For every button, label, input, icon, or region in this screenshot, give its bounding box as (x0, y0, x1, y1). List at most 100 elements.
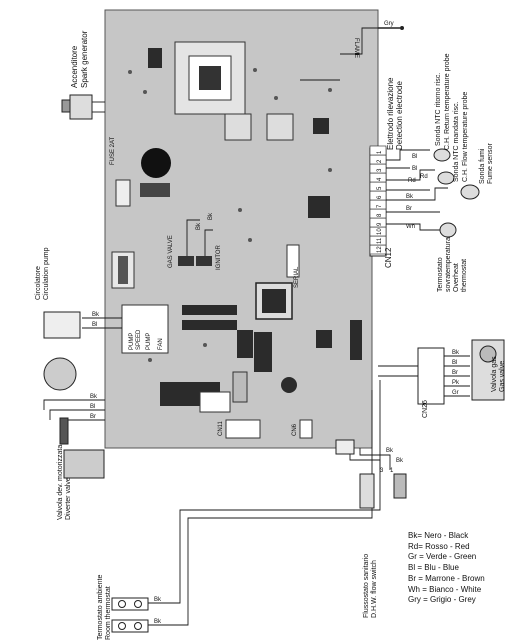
ntc-label-2: Sonda NTC mandata risc. (453, 101, 460, 182)
flow-switch-wire-label: Bk (386, 448, 394, 454)
cn12-wire-label: Rd (408, 178, 416, 184)
flame-wire-label: Gry (384, 21, 394, 27)
overheat-label-1: sovratemperatura (445, 237, 452, 292)
legend-item: Bl = Blu - Blue (408, 563, 459, 573)
flow-switch-icon (335, 439, 407, 509)
cn12-wire-label: Bl (412, 166, 417, 172)
cn11-label: CN11 (218, 420, 224, 436)
fume-sensor-icon (460, 184, 480, 200)
ntc-label-1: C.H. Return temperature probe (444, 53, 451, 150)
flow-switch-label-it: Flussostato sanitario (363, 554, 370, 618)
labels: Accenditore Spark generator FLAME Gry El… (35, 21, 506, 640)
gas-wire-label: Bk (208, 212, 214, 220)
cn12-pin-label: 6 (377, 195, 383, 199)
cn12-wire-label: Rd (420, 174, 428, 180)
cn26-wire-label: Bl (452, 360, 457, 366)
flame-label: FLAME (353, 38, 359, 58)
room-thermostat-label-it: Termostato ambiente (97, 575, 104, 640)
legend-item: Gry = Grigio - Grey (408, 595, 476, 605)
pump-wire-label: Bl (92, 322, 97, 328)
ntc-label-0: Sonda NTC ritorno risc. (435, 73, 442, 146)
cn26-wire-label: Bk (452, 350, 460, 356)
cn26-wire-label: Br (452, 370, 458, 376)
flow-switch-wire-label: 3 (380, 468, 384, 474)
cn12-pin-label: 2 (377, 159, 383, 163)
legend-item: Br = Marrone - Brown (408, 573, 485, 583)
spark-generator-icon (61, 94, 93, 120)
detection-electrode-label-it: Elettrodo rilevazione (386, 77, 395, 150)
color-legend: Bk= Nero - Black Rd= Rosso - Red Gr = Ve… (408, 531, 520, 606)
cn12-wire-label: Br (406, 206, 412, 212)
legend-item: Gr = Verde - Green (408, 552, 477, 562)
pump-wire-label: Bk (92, 312, 100, 318)
ic-chip (308, 196, 330, 218)
cn12-pin-label: 9 (377, 222, 383, 226)
cn12-wire-label: Bk (406, 194, 414, 200)
cn12-pin-label: 4 (377, 177, 383, 181)
capacitor (141, 148, 171, 178)
circulation-pump-icon (43, 311, 81, 391)
board-ignitor-label: IGNITOR (216, 244, 222, 270)
board-pump-speed-label-0: PUMP (129, 333, 135, 350)
pump-label-en: Circulation pump (43, 247, 50, 300)
room-thermostat-label-en: Room thermostat (105, 586, 112, 640)
flow-switch-label-en: D.H.W. flow switch (371, 560, 378, 618)
board-fuse-label: FUSE 2AT (110, 136, 116, 165)
cn12-wire-label: Wh (406, 224, 415, 230)
overheat-label-3: thermostat (461, 259, 468, 292)
diverter-wire-label: Br (90, 414, 96, 420)
pcb-board (104, 9, 379, 449)
fume-sensor-label-it: Sonda fumi (479, 148, 486, 184)
cn26-wire-label: Gr (452, 390, 459, 396)
fume-sensor-label-en: Fume sensor (487, 142, 494, 184)
fuse (115, 179, 131, 207)
gas-valve-label-en: Gas valve (499, 361, 506, 392)
flow-switch-wire-label: 1 (390, 468, 394, 474)
room-thermostat-wire-label: Bk (154, 597, 162, 603)
legend-item: Wh = Bianco - White (408, 584, 482, 594)
cn6-connector (299, 419, 313, 439)
diverter-wire-label: Bk (90, 394, 98, 400)
flame-electrode-icon (378, 26, 404, 30)
cn12-pin-label: 3 (377, 168, 383, 172)
cn12-label: CN12 (384, 247, 393, 268)
cn6-label: CN6 (292, 423, 298, 436)
detection-electrode-label-en: Detection electrode (395, 81, 404, 150)
gas-valve-icon (471, 339, 505, 401)
ic-chip (313, 118, 329, 134)
cn12-pin-label: 11 (377, 237, 383, 244)
cn12-pin-cell (369, 145, 387, 156)
flow-switch-wire-label: Bk (396, 458, 404, 464)
legend-item: Bk= Nero - Black (408, 531, 469, 540)
legend-item: Rd= Rosso - Red (408, 541, 470, 551)
gas-wire-label: Bk (196, 222, 202, 230)
cn12-pin-label: 8 (377, 213, 383, 217)
wires (43, 27, 470, 626)
diverter-connector (199, 391, 231, 413)
diverter-label-it: Valvola dev. motorizzata (57, 445, 64, 520)
cn12-wire-label: Bl (412, 154, 417, 160)
overheat-thermostat-icon (439, 222, 457, 238)
pump-connector (121, 304, 169, 354)
spark-generator-label-en: Spark generator (80, 30, 89, 88)
board-gas-valve-label: GAS VALVE (168, 235, 174, 268)
gas-valve-label-it: Valvola gas (491, 356, 498, 392)
diverter-valve-icon (59, 417, 105, 479)
board-serial-label: SERIAL (294, 266, 300, 288)
cn26-label: CN26 (422, 400, 429, 418)
diverter-wire-label: Bl (90, 404, 95, 410)
board-fan-label: FAN (158, 338, 164, 350)
ntc-label-3: C.H. Flow temperature probe (462, 92, 469, 182)
diverter-label-en: Diverter valve (65, 477, 72, 520)
board-pump-speed-label-1: SPEED (136, 329, 142, 350)
ntc-probe-icon (433, 148, 455, 185)
cn26-wire-label: Pk (452, 380, 460, 386)
cn12-pin-label: 1 (377, 150, 383, 154)
cn11-connector (225, 419, 261, 439)
cn12-pin-label: 10 (377, 228, 383, 235)
pump-label-it: Circolatore (35, 266, 42, 300)
room-thermostat-icon (111, 597, 149, 633)
room-thermostat-wire-label: Bk (154, 619, 162, 625)
